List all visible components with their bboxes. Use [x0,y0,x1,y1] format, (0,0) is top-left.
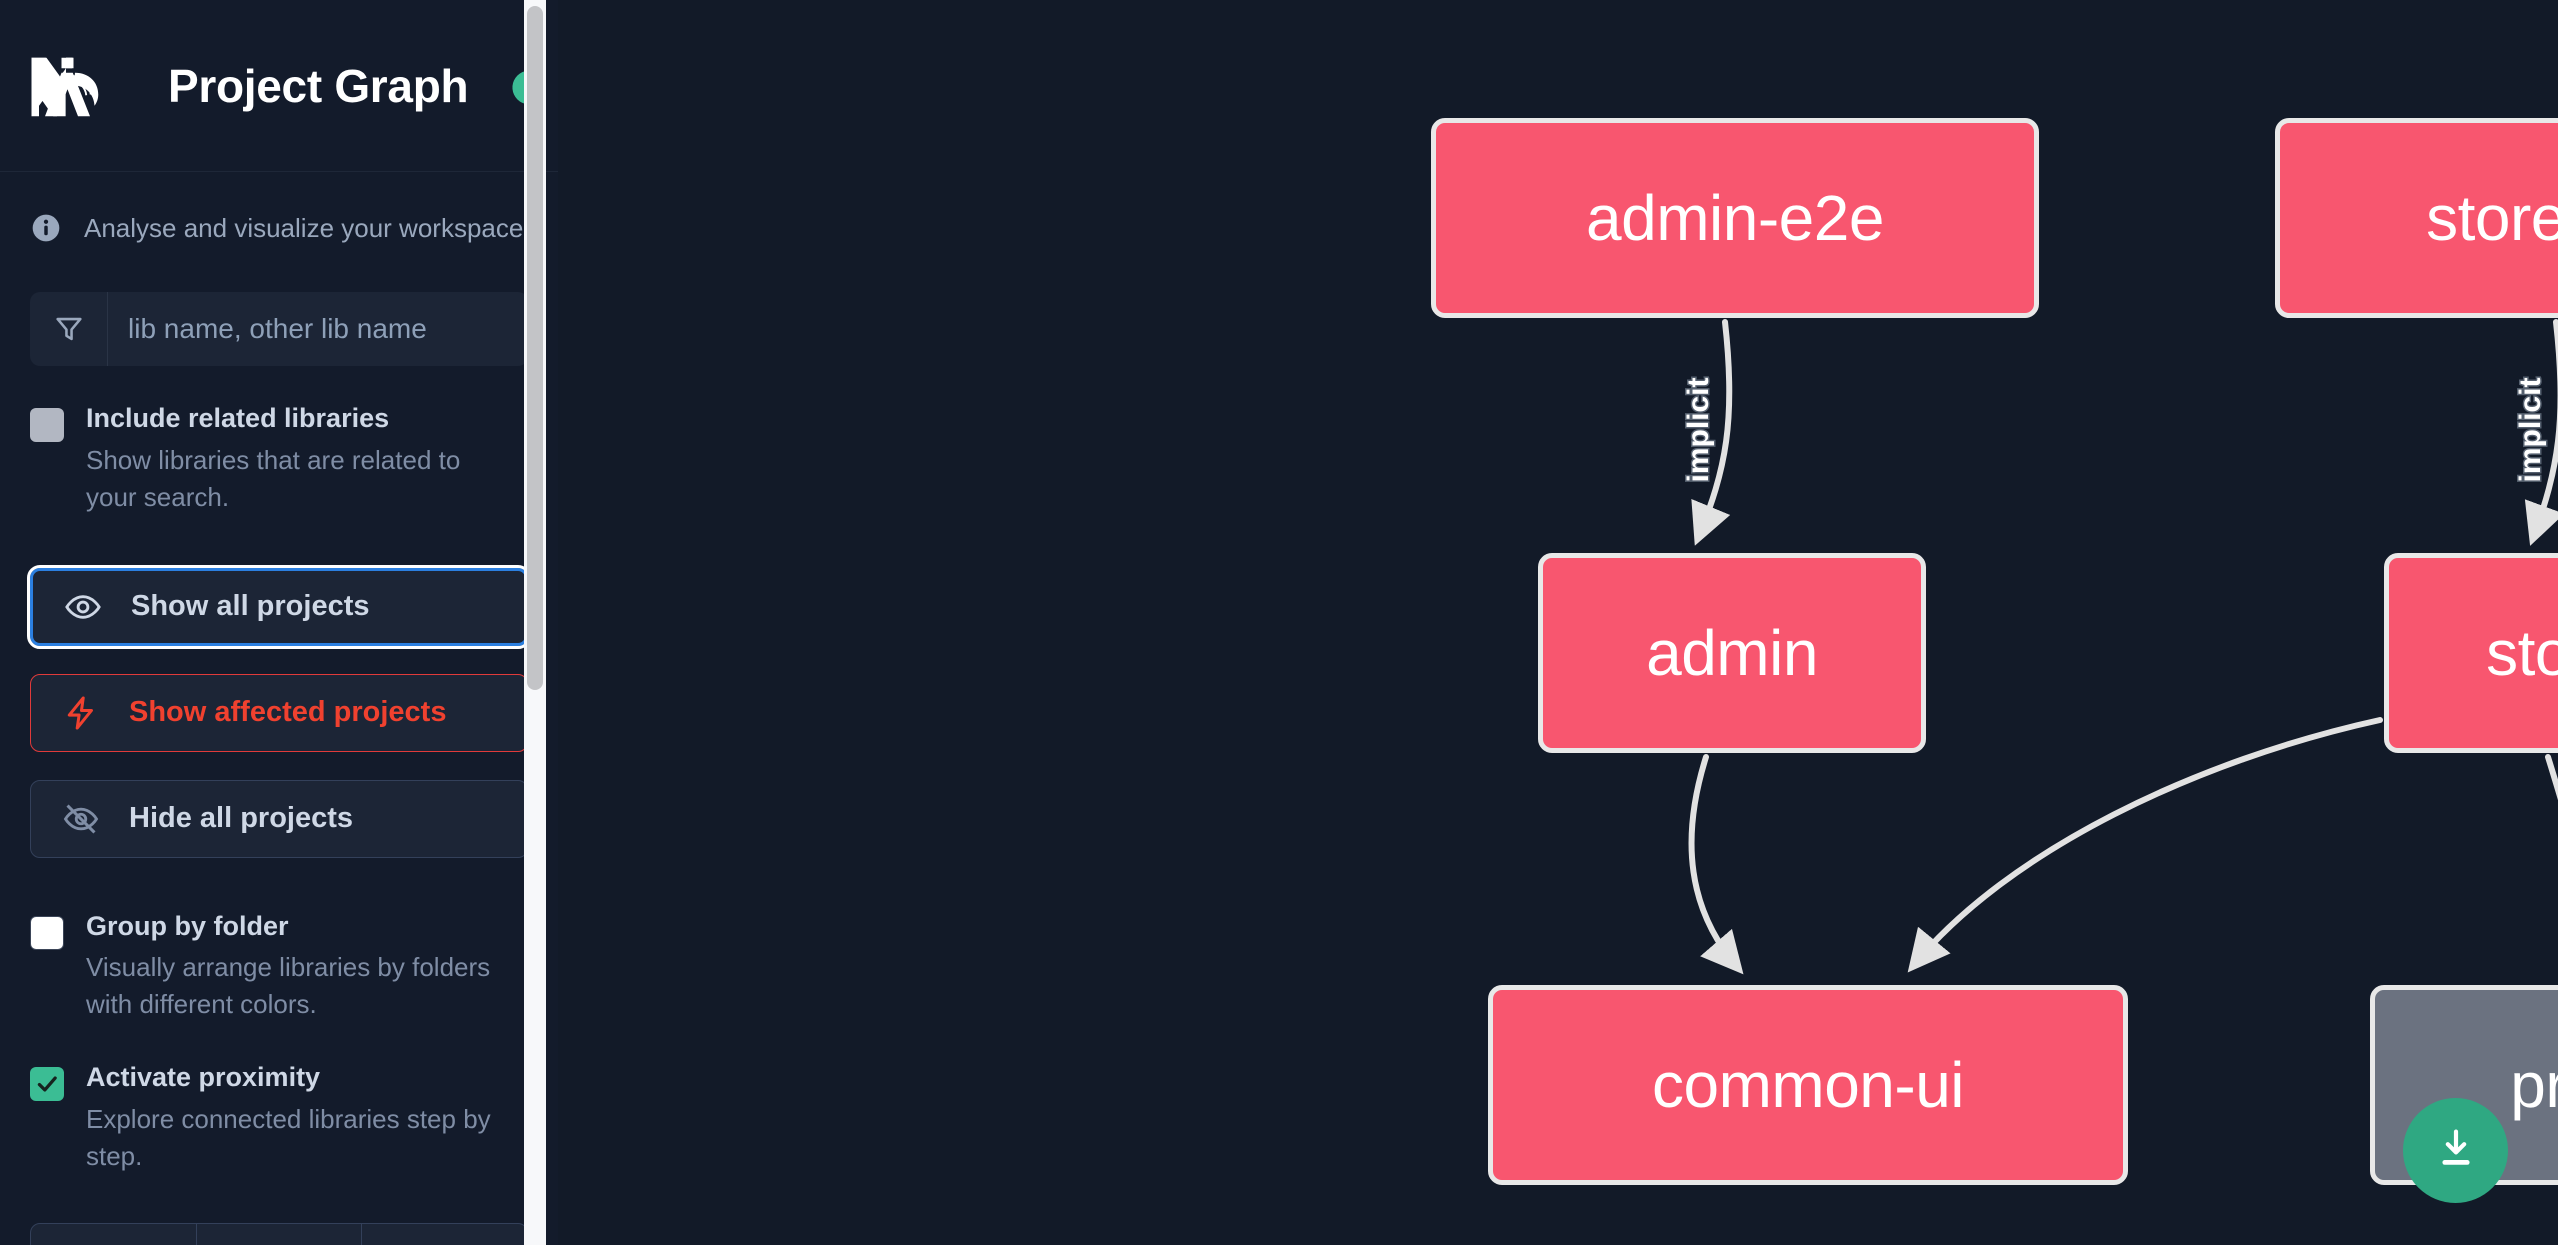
option-activate-proximity[interactable]: Activate proximity Explore connected lib… [30,1061,528,1175]
option-text: Group by folder Visually arrange librari… [86,910,528,1024]
graph-node-store-e2e[interactable]: store-e2e [2275,118,2558,318]
checkbox-col [30,1061,64,1175]
segment-2[interactable] [197,1223,363,1245]
show-affected-projects-label: Show affected projects [129,696,447,729]
graph-node-store[interactable]: store [2384,553,2558,753]
option-label: Activate proximity [86,1062,321,1093]
edge-label-group: implicit implicit [1681,376,2549,484]
info-circle-icon [30,212,62,244]
edge-label-implicit-1: implicit [1682,377,1715,482]
sidebar-header: Project Graph [0,0,558,172]
sidebar-body: Include related libraries Show libraries… [0,292,558,1245]
bottom-segmented-control[interactable] [30,1222,528,1245]
node-label: store-e2e [2426,182,2558,254]
download-icon [2432,1124,2480,1177]
checkbox-col [30,402,64,516]
segment-3[interactable] [362,1224,527,1245]
graph-canvas[interactable]: implicit implicit admin-e2e store-e2e ad… [558,0,2558,1245]
checkbox-include-related-libraries[interactable] [30,408,64,442]
sidebar-scrollbar-thumb[interactable] [527,6,543,690]
node-label: admin-e2e [1586,182,1884,254]
sidebar-scrollbar[interactable] [524,0,546,1245]
edge-store-common-ui [1907,717,2383,973]
show-all-projects-label: Show all projects [131,590,370,623]
show-all-projects-button[interactable]: Show all projects [27,564,531,649]
search-input[interactable] [108,292,528,366]
node-label: admin [1646,617,1818,689]
option-label: Group by folder [86,910,289,941]
option-include-related-libraries[interactable]: Include related libraries Show libraries… [30,402,528,516]
hide-all-projects-label: Hide all projects [129,802,354,835]
option-description: Visually arrange libraries by folders wi… [86,952,491,1020]
option-group-by-folder[interactable]: Group by folder Visually arrange librari… [30,910,528,1024]
filter-funnel-icon [30,292,108,366]
download-graph-button[interactable] [2403,1098,2508,1203]
option-description: Explore connected libraries step by step… [86,1103,491,1171]
edge-store-products [2545,754,2558,801]
search-row[interactable] [30,292,528,366]
option-description: Show libraries that are related to your … [86,444,461,512]
hide-all-projects-button[interactable]: Hide all projects [30,779,528,858]
edge-admin-e2e-admin [1691,319,1733,546]
show-affected-projects-button[interactable]: Show affected projects [30,673,528,752]
tagline-row: Analyse and visualize your workspace. [0,172,558,244]
graph-node-admin-e2e[interactable]: admin-e2e [1431,118,2039,318]
tagline-text: Analyse and visualize your workspace. [84,212,531,243]
edge-label-implicit-2: implicit [2514,377,2547,482]
graph-node-admin[interactable]: admin [1538,553,1926,753]
option-text: Activate proximity Explore connected lib… [86,1061,528,1175]
eye-icon [63,587,103,627]
edge-admin-common-ui [1688,754,1744,975]
option-label: Include related libraries [86,403,390,433]
node-label: products [2510,1049,2558,1121]
checkbox-group-by-folder[interactable] [30,915,64,950]
checkbox-activate-proximity[interactable] [30,1067,64,1102]
graph-edges: implicit implicit [1681,319,2558,975]
page-title: Project Graph [168,59,469,112]
action-button-group: Show all projects Show affected projects [27,564,531,858]
lightning-icon [61,693,101,733]
sidebar: Project Graph Analyse and visualize your… [0,0,558,1245]
nx-logo-icon [30,53,120,118]
graph-node-common-ui[interactable]: common-ui [1488,985,2128,1185]
option-text: Include related libraries Show libraries… [86,402,528,516]
eye-off-icon [61,799,101,839]
node-label: common-ui [1651,1049,1965,1121]
node-label: store [2486,617,2558,689]
segment-1[interactable] [31,1223,197,1245]
checkbox-col [30,910,64,1024]
